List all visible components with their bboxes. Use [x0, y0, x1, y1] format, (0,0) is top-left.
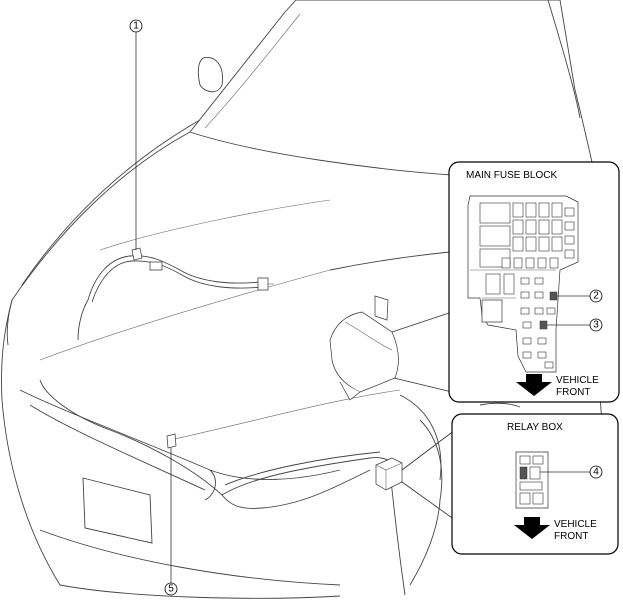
relay-box-inset: RELAY BOX 4 VEHICLE FRONT	[451, 413, 619, 555]
callout-5-label: 5	[168, 584, 174, 595]
callout-3: 3	[589, 318, 603, 332]
callout-3-label: 3	[593, 320, 599, 331]
vehicle-illustration	[1, 0, 611, 599]
main-fuse-block-on-vehicle	[329, 295, 399, 401]
leader-lines	[135, 32, 456, 583]
main-fuse-block-front-label-1: VEHICLE	[556, 375, 599, 386]
hood-latch-switch-harness	[77, 247, 274, 341]
callout-4: 4	[589, 465, 603, 479]
callout-4-label: 4	[593, 467, 599, 478]
relay-box-on-vehicle	[375, 457, 403, 491]
callout-2: 2	[589, 289, 603, 303]
callout-2-label: 2	[593, 291, 599, 302]
callout-1: 1	[129, 19, 143, 33]
fuse-2-highlight	[549, 291, 558, 301]
callout-5: 5	[164, 582, 178, 596]
relay-4-highlight	[519, 466, 528, 480]
fuse-grid-middle	[485, 257, 559, 295]
relay-box-title: RELAY BOX	[507, 422, 563, 433]
vehicle-front-arrow-icon	[516, 374, 552, 396]
main-fuse-block-inset: MAIN FUSE BLOCK	[448, 161, 620, 403]
fuse-grid-lower	[520, 277, 558, 369]
relay-box-front-label-2: FRONT	[554, 531, 588, 542]
fuse-3-highlight	[539, 320, 548, 330]
main-fuse-block-front-label-2: FRONT	[556, 387, 590, 398]
callout-1-label: 1	[133, 21, 139, 32]
component-5-on-vehicle	[166, 433, 177, 449]
relay-box-front-label-1: VEHICLE	[554, 519, 597, 530]
relay-box-front-arrow-icon	[514, 517, 550, 539]
fuse-grid-upper	[479, 202, 575, 268]
main-fuse-block-title: MAIN FUSE BLOCK	[466, 170, 557, 181]
